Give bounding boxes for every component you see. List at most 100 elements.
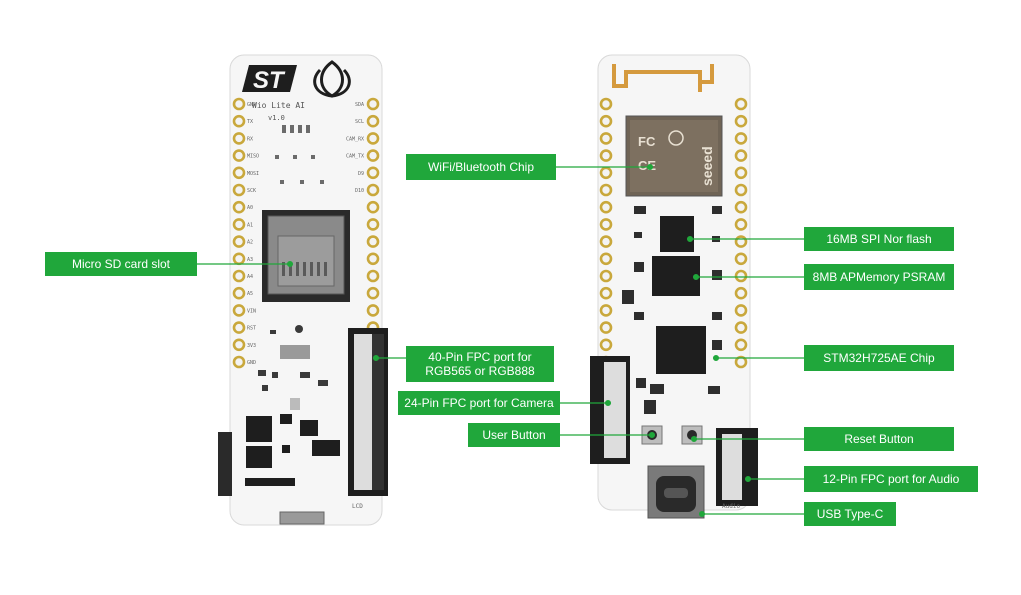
back-left-pin-pad — [599, 218, 613, 231]
back-right-pin-pad — [734, 355, 748, 369]
pin-silkscreen-label: VIN — [247, 308, 256, 314]
pin-silkscreen-label: A0 — [247, 205, 253, 211]
back-left-pin-pad — [599, 166, 613, 180]
back-right-pin-header — [734, 97, 748, 369]
back-small-components — [622, 206, 722, 414]
callout-micro-sd-label: Micro SD card slot — [71, 257, 171, 271]
front-right-pin-pad — [366, 218, 380, 231]
leader-user-button-dot — [648, 431, 656, 439]
pin-silkscreen-label: A2 — [247, 240, 253, 246]
st-logo-text: ST — [253, 67, 286, 94]
pin-silkscreen-label: CAM_RX — [346, 136, 364, 142]
back-right-pin-pad — [734, 235, 748, 248]
pin-silkscreen-label: TX — [247, 119, 253, 125]
back-left-pin-pad — [599, 286, 613, 300]
st-logo-icon: ST — [242, 65, 297, 94]
pin-silkscreen-label: SDA — [355, 102, 364, 108]
front-left-pin-pad — [232, 149, 246, 162]
back-right-pin-pad — [734, 218, 748, 231]
callout-stm32-label: STM32H725AE Chip — [823, 351, 935, 365]
callout-psram: 8MB APMemory PSRAM — [804, 264, 954, 290]
front-left-pin-pad — [232, 321, 246, 334]
front-left-pin-pad — [232, 304, 246, 317]
callout-usb-c: USB Type-C — [804, 502, 896, 526]
back-left-pin-pad — [599, 252, 613, 266]
front-left-pin-pad — [232, 200, 246, 214]
back-left-pin-pad — [599, 97, 613, 111]
callout-leader-lines — [197, 163, 804, 518]
front-right-pin-pad — [366, 149, 380, 162]
front-board-name: Wio Lite AI — [252, 101, 305, 110]
front-left-pin-labels: GNDTXRXMISOMOSISCKA0A1A2A3A4A5VINRST3V3G… — [247, 102, 259, 366]
pin-silkscreen-label: A4 — [247, 274, 253, 280]
back-right-pin-pad — [734, 166, 748, 180]
back-left-pin-pad — [599, 269, 613, 283]
psram-chip — [652, 256, 700, 296]
callout-fpc40: 40-Pin FPC port for RGB565 or RGB888 — [406, 346, 554, 382]
back-right-pin-pad — [734, 149, 748, 162]
callout-usb-c-label: USB Type-C — [816, 507, 884, 521]
front-left-pin-header — [232, 97, 246, 369]
back-right-pin-pad — [734, 321, 748, 334]
back-left-pin-pad — [599, 338, 613, 352]
front-right-pin-pad — [366, 200, 380, 214]
front-left-pin-pad — [232, 252, 246, 266]
callout-fpc12-label: 12-Pin FPC port for Audio — [822, 472, 960, 486]
front-left-pin-pad — [232, 114, 246, 128]
back-right-pin-pad — [734, 338, 748, 352]
callout-spi-flash: 16MB SPI Nor flash — [804, 227, 954, 251]
front-left-pin-pad — [232, 355, 246, 369]
front-left-pin-pad — [232, 235, 246, 248]
front-left-pin-pad — [232, 132, 246, 145]
front-side-connector — [218, 432, 232, 496]
front-right-pin-pad — [366, 183, 380, 197]
front-right-pin-pad — [366, 97, 380, 111]
front-lcd-label: LCD — [352, 503, 363, 510]
front-left-pin-pad — [232, 338, 246, 352]
front-board-version: v1.0 — [268, 114, 285, 122]
back-right-pin-pad — [734, 114, 748, 128]
front-left-pin-pad — [232, 269, 246, 283]
pin-silkscreen-label: RX — [247, 136, 253, 142]
front-right-pin-pad — [366, 252, 380, 266]
seeed-lotus-logo-icon — [313, 60, 351, 98]
back-left-pin-pad — [599, 114, 613, 128]
front-lower-chips — [245, 414, 340, 486]
pin-silkscreen-label: GND — [247, 102, 256, 108]
back-left-pin-pad — [599, 183, 613, 197]
back-right-pin-pad — [734, 252, 748, 266]
callout-user-button: User Button — [468, 423, 560, 447]
back-left-pin-pad — [599, 200, 613, 214]
leader-spi-flash-dot — [686, 235, 694, 243]
back-left-pin-pad — [599, 149, 613, 162]
leader-fpc40-dot — [372, 354, 380, 362]
svg-text:FC: FC — [638, 134, 656, 149]
leader-fpc12-dot — [744, 475, 752, 483]
pin-silkscreen-label: GND — [247, 360, 256, 366]
callout-fpc24: 24-Pin FPC port for Camera — [398, 391, 560, 415]
front-right-pin-pad — [366, 235, 380, 248]
svg-text:CE: CE — [638, 158, 656, 173]
back-right-pin-pad — [734, 97, 748, 111]
leader-usb-c-dot — [698, 510, 706, 518]
pin-silkscreen-label: CAM_TX — [346, 154, 364, 160]
callout-fpc40-label: 40-Pin FPC port for RGB565 or RGB888 — [425, 350, 535, 378]
back-right-pin-pad — [734, 286, 748, 300]
leader-psram-dot — [692, 273, 700, 281]
back-left-pin-pad — [599, 304, 613, 317]
callout-fpc12: 12-Pin FPC port for Audio — [804, 466, 978, 492]
callout-wifi-bt: WiFi/Bluetooth Chip — [406, 154, 556, 180]
callout-stm32: STM32H725AE Chip — [804, 345, 954, 371]
front-right-pin-pad — [366, 114, 380, 128]
leader-fpc24-dot — [604, 399, 612, 407]
pin-silkscreen-label: 3V3 — [247, 343, 256, 349]
front-left-pin-pad — [232, 286, 246, 300]
pin-silkscreen-label: MOSI — [247, 171, 259, 177]
back-left-pin-pad — [599, 235, 613, 248]
fpc-24-pin-connector — [590, 356, 630, 464]
back-audio-label: Audio — [722, 503, 740, 510]
pin-silkscreen-label: MISO — [247, 154, 259, 160]
pin-silkscreen-label: A1 — [247, 222, 253, 228]
